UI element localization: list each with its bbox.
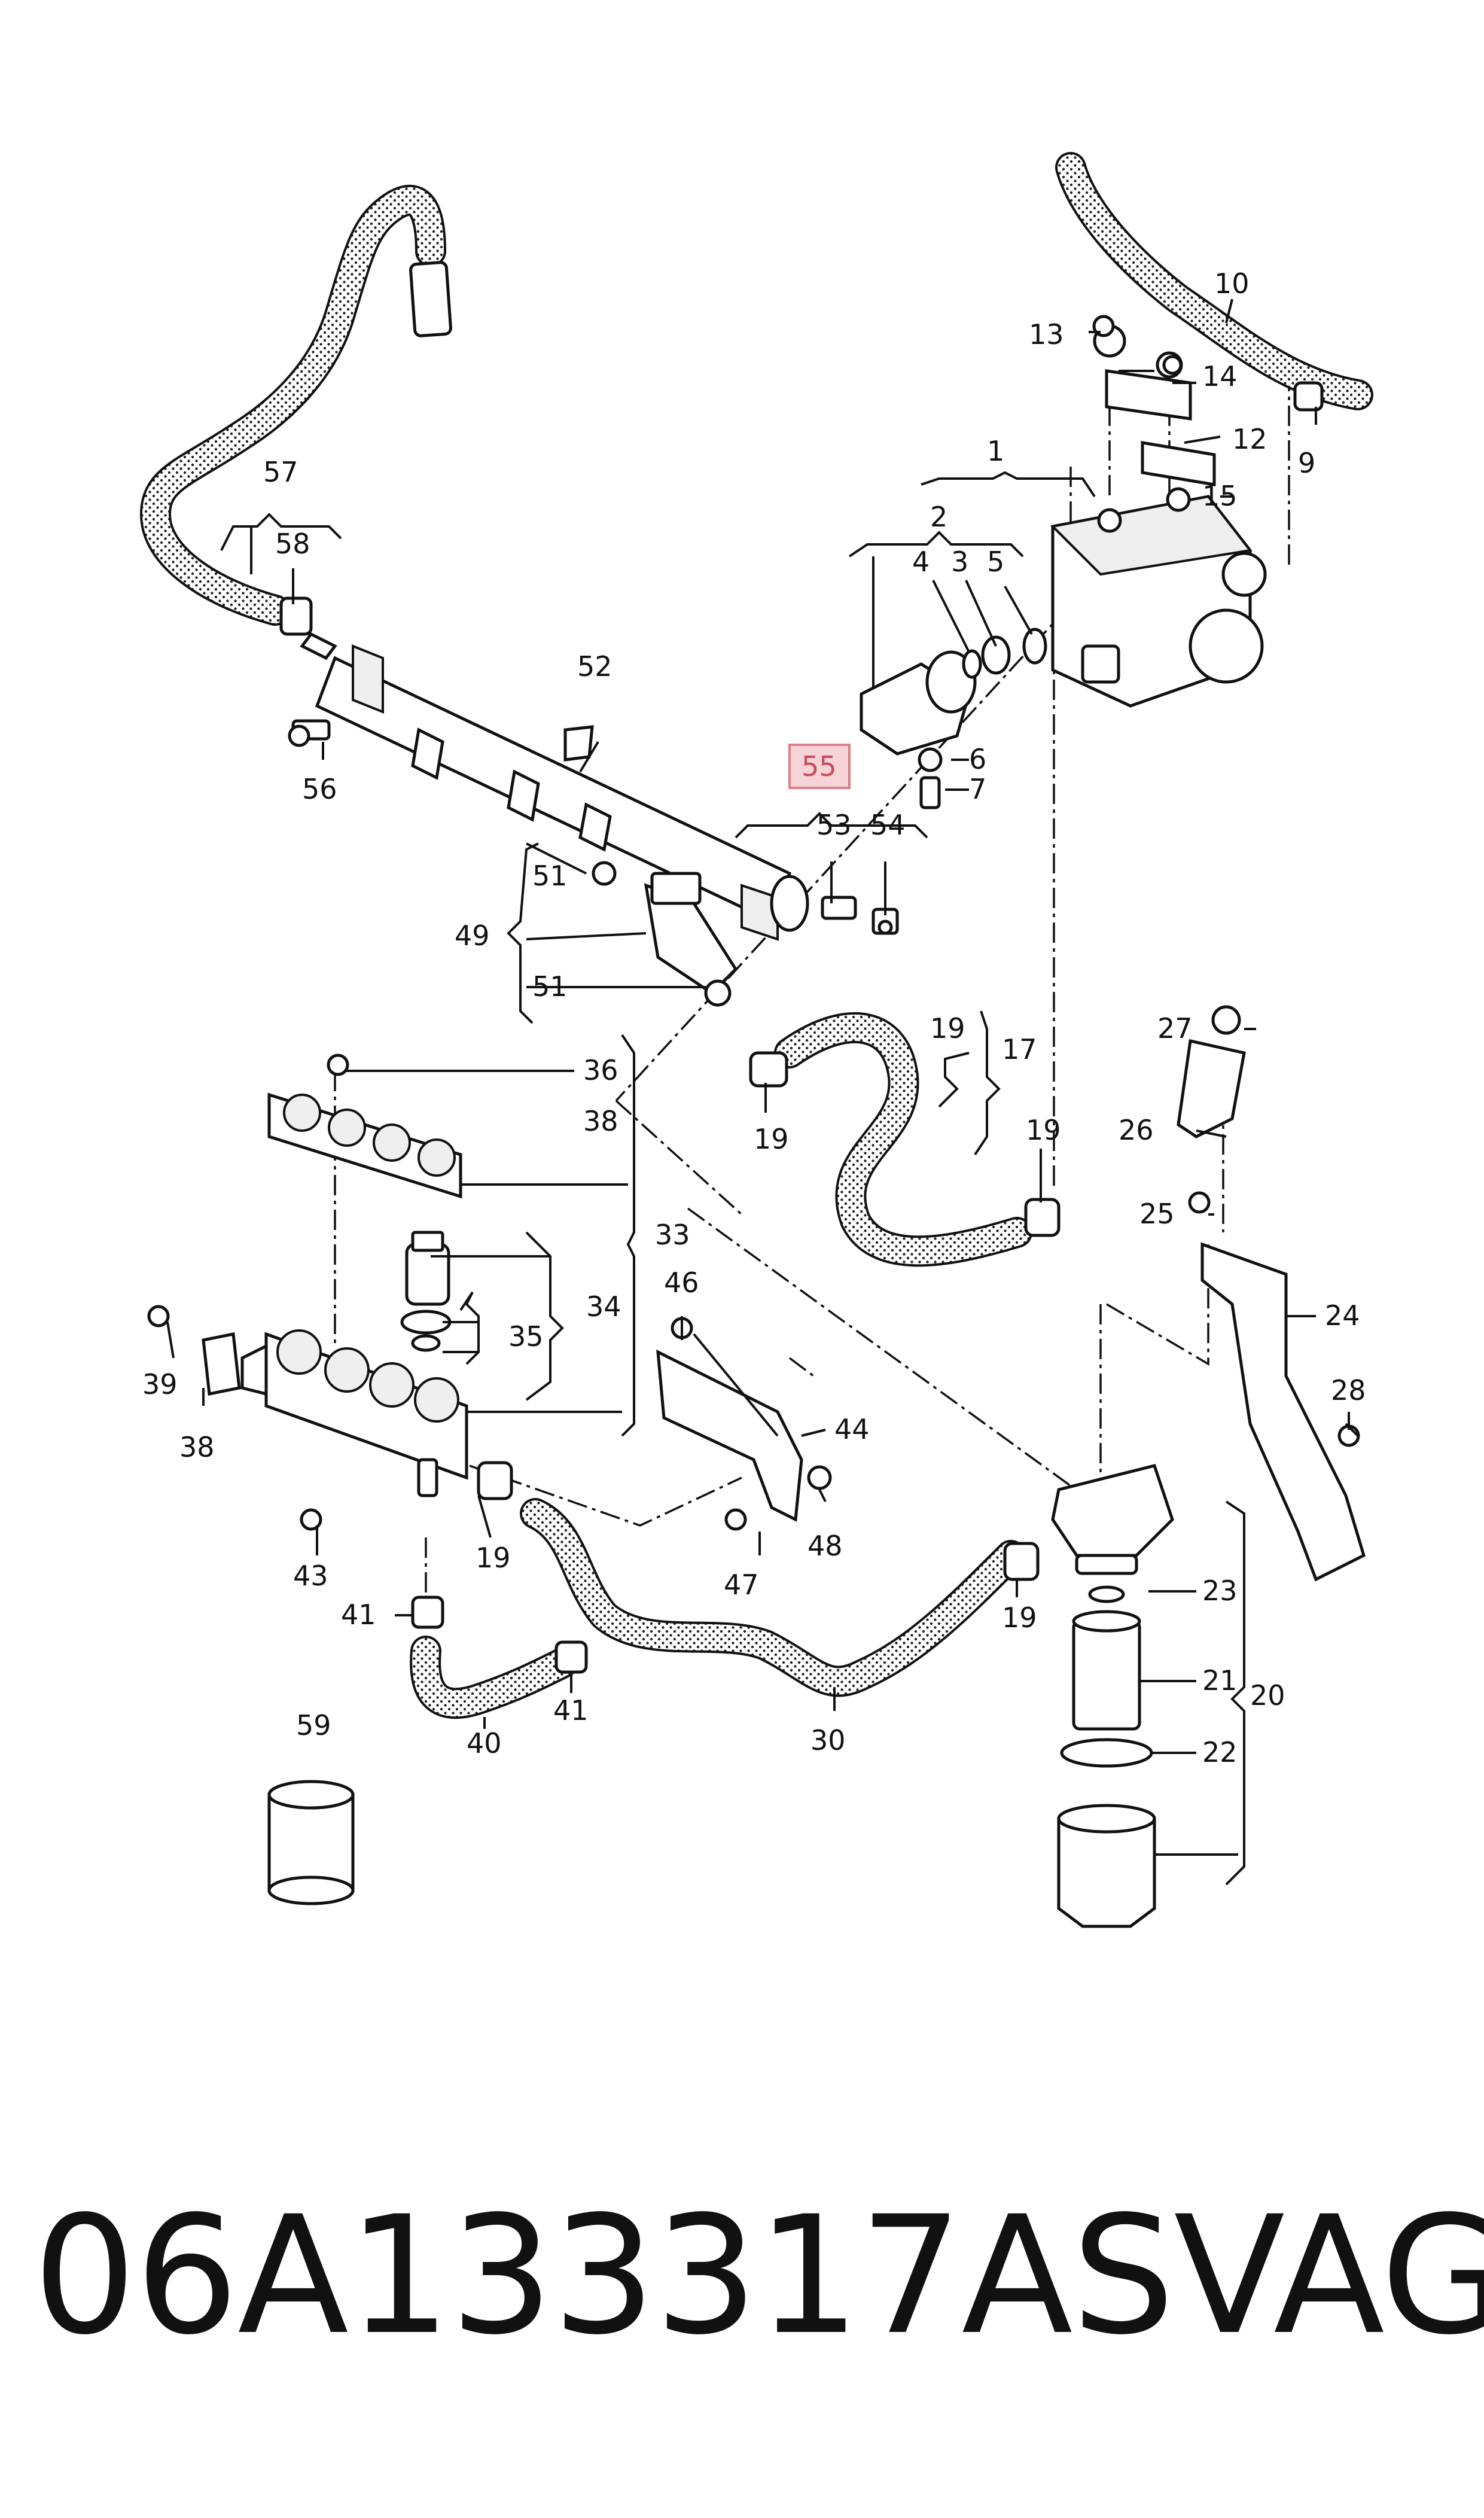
callout-13: 13 bbox=[1029, 318, 1064, 351]
callout-49: 49 bbox=[455, 919, 490, 952]
callout-1: 1 bbox=[987, 435, 1004, 467]
mounting-bracket bbox=[656, 1317, 832, 1531]
callout-39: 39 bbox=[142, 1368, 178, 1400]
callout-51-b: 51 bbox=[532, 970, 568, 1003]
high-pressure-fuel-pump bbox=[1050, 324, 1267, 708]
callout-17: 17 bbox=[1002, 1033, 1037, 1065]
callout-5: 5 bbox=[987, 546, 1004, 578]
sleeve-part bbox=[267, 1780, 355, 1905]
callout-3: 3 bbox=[951, 546, 968, 578]
callout-48: 48 bbox=[807, 1530, 843, 1562]
callout-19-d: 19 bbox=[476, 1542, 511, 1574]
callout-25: 25 bbox=[1139, 1198, 1175, 1230]
callout-19-b: 19 bbox=[754, 1123, 789, 1155]
callout-59: 59 bbox=[296, 1709, 331, 1741]
callout-14: 14 bbox=[1202, 360, 1238, 392]
callout-53: 53 bbox=[816, 809, 852, 841]
exploded-parts-diagram: 1 2 3 4 5 6 7 9 10 12 13 14 15 17 19 19 … bbox=[140, 152, 1373, 1928]
callout-12: 12 bbox=[1232, 423, 1267, 455]
fuel-hoses bbox=[140, 152, 1373, 1719]
callout-55-highlight bbox=[788, 744, 851, 789]
callout-22: 22 bbox=[1202, 1736, 1238, 1768]
callout-36: 36 bbox=[583, 1054, 618, 1086]
fuel-filter-assembly bbox=[1051, 1464, 1174, 1928]
callout-9: 9 bbox=[1298, 447, 1315, 479]
callout-20: 20 bbox=[1250, 1679, 1285, 1712]
leader-lines bbox=[166, 299, 1359, 1886]
callout-7: 7 bbox=[969, 773, 986, 805]
callout-35: 35 bbox=[508, 1320, 544, 1353]
callout-33: 33 bbox=[655, 1219, 690, 1251]
callout-19-e: 19 bbox=[1002, 1601, 1037, 1634]
callout-56: 56 bbox=[302, 773, 337, 805]
callout-52: 52 bbox=[577, 650, 613, 683]
bolts bbox=[147, 315, 1183, 1531]
callout-26: 26 bbox=[1119, 1114, 1154, 1146]
callout-58: 58 bbox=[275, 528, 310, 560]
fuel-rail bbox=[300, 632, 809, 941]
callout-41-a: 41 bbox=[341, 1599, 376, 1631]
callout-51-a: 51 bbox=[532, 860, 568, 892]
callout-46: 46 bbox=[664, 1266, 699, 1299]
injector-distributor bbox=[202, 1092, 468, 1497]
callout-labels: 1 2 3 4 5 6 7 9 10 12 13 14 15 17 19 19 … bbox=[142, 267, 1366, 1768]
callout-28: 28 bbox=[1331, 1374, 1366, 1406]
callout-6: 6 bbox=[969, 743, 986, 775]
callout-41-b: 41 bbox=[553, 1694, 589, 1727]
callout-43: 43 bbox=[293, 1560, 328, 1592]
part-number: 06A133317AS bbox=[33, 2182, 1175, 2371]
support-brackets bbox=[1177, 1005, 1366, 1582]
caption-bar: 06A133317AS VAG bbox=[33, 2178, 1484, 2375]
callout-27: 27 bbox=[1157, 1012, 1193, 1045]
callout-2: 2 bbox=[930, 501, 947, 533]
callout-38-b: 38 bbox=[179, 1431, 215, 1463]
callout-19-a: 19 bbox=[930, 1012, 965, 1045]
callout-10: 10 bbox=[1214, 267, 1250, 300]
callout-57: 57 bbox=[263, 456, 298, 488]
callout-40: 40 bbox=[467, 1727, 502, 1759]
callout-47: 47 bbox=[724, 1569, 759, 1601]
callout-30: 30 bbox=[810, 1724, 846, 1756]
callout-38-a: 38 bbox=[583, 1105, 618, 1137]
callout-19-c: 19 bbox=[1026, 1114, 1061, 1146]
callout-24: 24 bbox=[1325, 1299, 1360, 1332]
callout-15: 15 bbox=[1202, 480, 1238, 512]
callout-4: 4 bbox=[912, 546, 930, 578]
callout-55: 55 bbox=[802, 750, 837, 783]
callout-54: 54 bbox=[870, 809, 906, 841]
pressure-regulator-valve bbox=[860, 628, 1047, 809]
callout-44: 44 bbox=[834, 1413, 870, 1445]
brand-name: VAG bbox=[1174, 2182, 1484, 2371]
callout-23: 23 bbox=[1202, 1575, 1238, 1607]
fuel-injector bbox=[592, 861, 738, 1007]
callout-21: 21 bbox=[1202, 1664, 1238, 1697]
callout-34: 34 bbox=[586, 1290, 621, 1323]
hose-clamps bbox=[279, 261, 1324, 1674]
assembly-dash-lines bbox=[334, 371, 1290, 1609]
